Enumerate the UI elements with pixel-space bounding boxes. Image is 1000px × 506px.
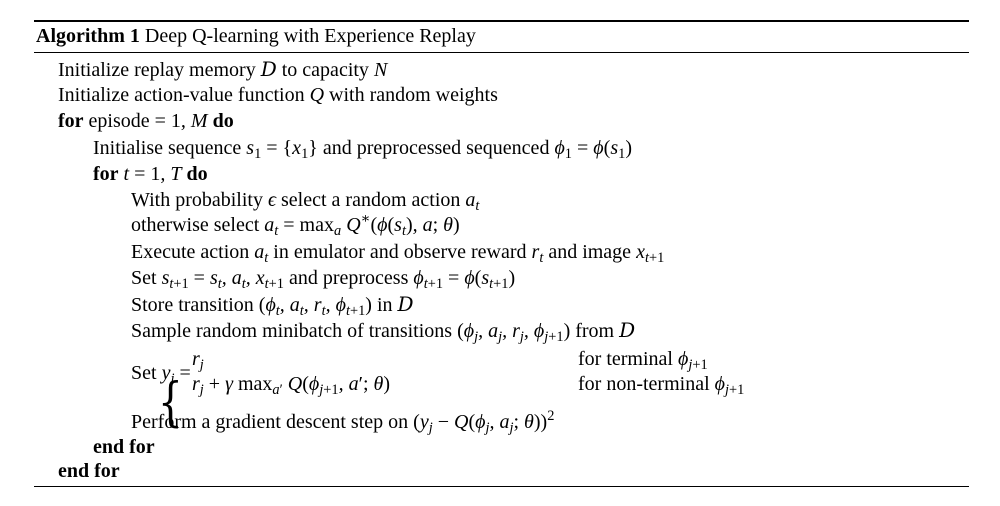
- line-for-t: for t = 1, T do: [93, 163, 208, 185]
- line-end-for-inner: end for: [93, 436, 155, 458]
- line-store: Store transition (ϕt, at, rt, ϕt+1) in D: [131, 292, 414, 320]
- line-for-episode: for episode = 1, M do: [58, 110, 234, 132]
- line-gradient: Perform a gradient descent step on (yj −…: [131, 408, 555, 437]
- line-otherwise: otherwise select at = maxa Q∗(ϕ(st), a; …: [131, 211, 460, 240]
- line-execute: Execute action at in emulator and observ…: [131, 241, 665, 267]
- line-set-state: Set st+1 = st, at, xt+1 and preprocess ϕ…: [131, 267, 516, 293]
- line-end-for-outer: end for: [58, 460, 120, 482]
- line-init-memory: Initialize replay memory D to capacity N: [58, 57, 388, 81]
- bottom-rule: [34, 486, 969, 487]
- case-terminal-condition: for terminal ϕj+1: [578, 348, 708, 374]
- line-init-seq: Initialise sequence s1 = {x1} and prepro…: [93, 137, 632, 163]
- line-init-q: Initialize action-value function Q with …: [58, 84, 498, 106]
- caption-rule: [34, 52, 969, 53]
- line-set-y: Set yj =: [131, 362, 191, 388]
- line-sample: Sample random minibatch of transitions (…: [131, 318, 636, 346]
- case-nonterminal-value: rj + γ maxa′ Q(ϕj+1, a′; θ): [192, 373, 390, 399]
- top-rule: [34, 20, 969, 22]
- case-brace: {: [158, 373, 183, 433]
- line-with-probability: With probability ϵ select a random actio…: [131, 189, 480, 215]
- case-terminal-value: rj: [192, 348, 204, 374]
- algorithm-label: Algorithm 1: [36, 25, 140, 47]
- case-nonterminal-condition: for non-terminal ϕj+1: [578, 373, 745, 399]
- algorithm-caption: Algorithm 1 Deep Q-learning with Experie…: [36, 24, 476, 48]
- algorithm-title: Deep Q-learning with Experience Replay: [144, 25, 476, 47]
